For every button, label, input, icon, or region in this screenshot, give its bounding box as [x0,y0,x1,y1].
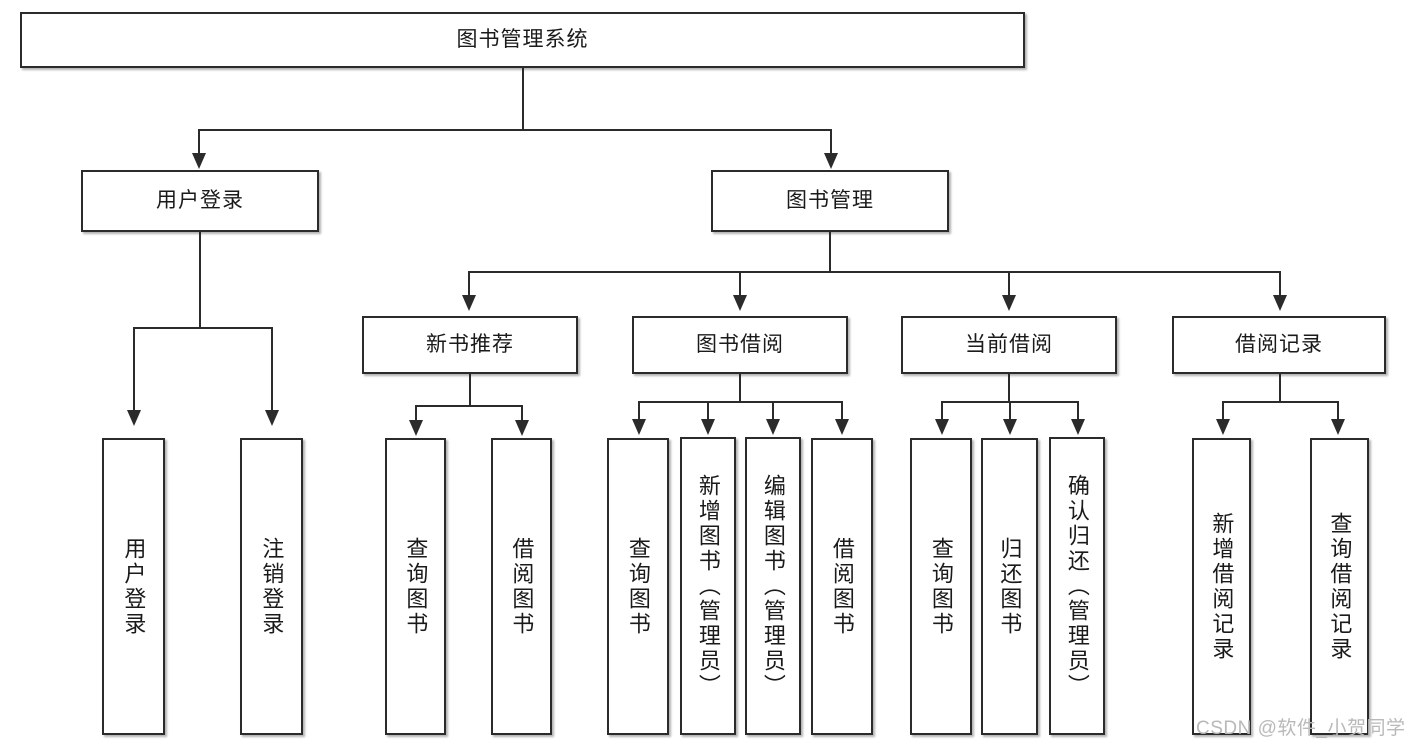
leaf-borrow-book-1[interactable]: 借阅图书 [491,438,552,735]
leaf-add-record[interactable]: 新增借阅记录 [1192,438,1251,735]
connector-new-book-recommend-stem [469,374,471,406]
leaf-query-record[interactable]: 查询借阅记录 [1310,438,1369,735]
leaf-query-record-label: 查询借阅记录 [1327,511,1353,662]
connector-level3-bus [468,271,1280,273]
connector-drop-leaf-add-record [1222,401,1224,420]
arrowhead-leaf-logout-login [265,410,279,426]
node-current-borrow[interactable]: 当前借阅 [901,316,1117,374]
leaf-query-book-2-label: 查询图书 [625,536,651,637]
arrowhead-current-borrow [1002,295,1016,311]
connector-drop-user-login [198,129,200,155]
arrowhead-user-login [192,153,206,169]
connector-book-manage-stem [829,232,831,272]
node-user-login[interactable]: 用户登录 [81,170,319,232]
leaf-logout-login[interactable]: 注销登录 [240,438,303,735]
arrowhead-leaf-return-book [1003,419,1017,435]
leaf-return-book-label: 归还图书 [997,536,1023,637]
connector-drop-borrow-record [1279,271,1281,297]
connector-book-borrow-stem [739,374,741,402]
node-book-manage-label: 图书管理 [786,188,874,212]
connector-drop-book-borrow [739,271,741,297]
connector-drop-current-borrow [1008,271,1010,297]
leaf-edit-book[interactable]: 编辑图书（管理员） [745,437,801,735]
connector-drop-leaf-return-book [1009,401,1011,420]
leaf-add-book[interactable]: 新增图书（管理员） [680,437,736,735]
arrowhead-leaf-user-login [127,410,141,426]
connector-drop-book-manage [830,129,832,155]
leaf-borrow-book-2-label: 借阅图书 [829,536,855,637]
connector-drop-leaf-confirm-return [1077,401,1079,420]
node-new-book-recommend-label: 新书推荐 [426,332,514,356]
leaf-query-book-3[interactable]: 查询图书 [910,438,972,735]
arrowhead-borrow-record [1273,295,1287,311]
leaf-borrow-book-1-label: 借阅图书 [509,536,535,637]
leaf-user-login-label: 用户登录 [121,536,147,637]
connector-level2-bus [198,129,832,131]
leaf-query-book-2[interactable]: 查询图书 [607,438,669,735]
connector-drop-leaf-edit-book [772,401,774,420]
arrowhead-book-borrow [733,295,747,311]
arrowhead-leaf-borrow-book-1 [515,420,529,436]
node-user-login-label: 用户登录 [156,188,244,212]
leaf-add-book-label: 新增图书（管理员） [695,473,721,699]
connector-drop-leaf-query-book-1 [415,405,417,422]
leaf-user-login[interactable]: 用户登录 [102,438,165,735]
arrowhead-leaf-query-book-3 [935,419,949,435]
arrowhead-new-book-recommend [462,295,476,311]
connector-drop-new-book-recommend [468,271,470,297]
leaf-add-record-label: 新增借阅记录 [1209,511,1235,662]
leaf-return-book[interactable]: 归还图书 [981,438,1038,735]
arrowhead-leaf-add-record [1216,419,1230,435]
leaf-query-book-1[interactable]: 查询图书 [385,438,446,735]
leaf-borrow-book-2[interactable]: 借阅图书 [811,438,873,735]
connector-new-book-recommend-bus [415,405,523,407]
connector-drop-leaf-user-login [133,327,135,412]
leaf-edit-book-label: 编辑图书（管理员） [760,473,786,699]
connector-user-login-bus [133,327,273,329]
connector-current-borrow-stem [1008,374,1010,402]
leaf-query-book-3-label: 查询图书 [928,536,954,637]
connector-book-borrow-bus [638,401,842,403]
arrowhead-leaf-confirm-return [1071,419,1085,435]
node-root[interactable]: 图书管理系统 [20,12,1025,68]
connector-borrow-record-stem [1279,374,1281,402]
node-borrow-record-label: 借阅记录 [1235,332,1323,356]
node-book-borrow-label: 图书借阅 [696,332,784,356]
arrowhead-leaf-edit-book [766,419,780,435]
node-new-book-recommend[interactable]: 新书推荐 [362,316,578,374]
node-current-borrow-label: 当前借阅 [965,332,1053,356]
connector-borrow-record-bus [1222,401,1339,403]
node-book-borrow[interactable]: 图书借阅 [632,316,848,374]
leaf-query-book-1-label: 查询图书 [403,536,429,637]
arrowhead-leaf-query-record [1331,419,1345,435]
connector-drop-leaf-logout-login [271,327,273,412]
connector-drop-leaf-query-book-2 [638,401,640,420]
connector-drop-leaf-borrow-book-1 [521,405,523,422]
leaf-confirm-return-label: 确认归还（管理员） [1064,473,1090,699]
connector-root-stem [522,68,524,130]
connector-drop-leaf-query-book-3 [941,401,943,420]
arrowhead-leaf-query-book-1 [409,420,423,436]
node-borrow-record[interactable]: 借阅记录 [1172,316,1386,374]
connector-user-login-stem [199,232,201,328]
arrowhead-leaf-borrow-book-2 [835,419,849,435]
node-book-manage[interactable]: 图书管理 [711,170,949,232]
leaf-confirm-return[interactable]: 确认归还（管理员） [1049,437,1105,735]
connector-drop-leaf-borrow-book-2 [841,401,843,420]
node-root-label: 图书管理系统 [456,27,589,51]
arrowhead-leaf-add-book [701,419,715,435]
leaf-logout-login-label: 注销登录 [259,536,285,637]
connector-drop-leaf-add-book [707,401,709,420]
arrowhead-book-manage [824,153,838,169]
arrowhead-leaf-query-book-2 [632,419,646,435]
connector-drop-leaf-query-record [1337,401,1339,420]
